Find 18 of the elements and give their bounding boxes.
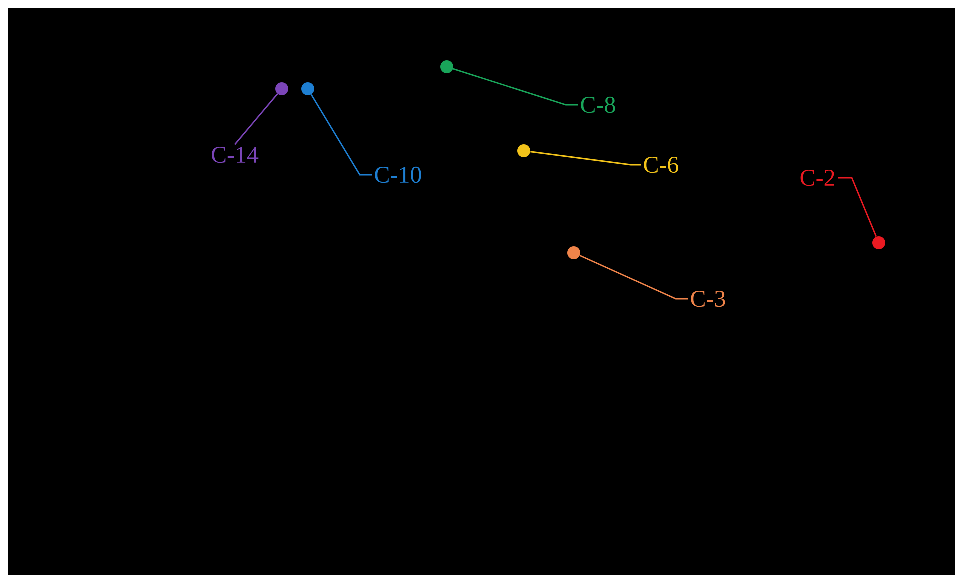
leader-line <box>453 68 578 106</box>
point-marker <box>302 82 314 96</box>
leader-line <box>838 177 878 238</box>
point-marker <box>440 60 454 74</box>
callout-label: C-8 <box>581 96 616 114</box>
leader-line <box>530 151 641 166</box>
callout-label: C-6 <box>644 156 678 174</box>
point-marker <box>872 236 886 250</box>
callout-label: C-2 <box>800 170 834 186</box>
callout-label: C-3 <box>691 290 726 308</box>
callout-label: C-14 <box>212 146 259 164</box>
callout-label: C-10 <box>375 166 422 184</box>
leader-line <box>580 255 688 300</box>
point-marker <box>518 144 530 158</box>
leader-line <box>234 94 278 146</box>
point-marker <box>276 82 288 96</box>
leader-line <box>310 94 372 176</box>
point-marker <box>568 246 580 260</box>
